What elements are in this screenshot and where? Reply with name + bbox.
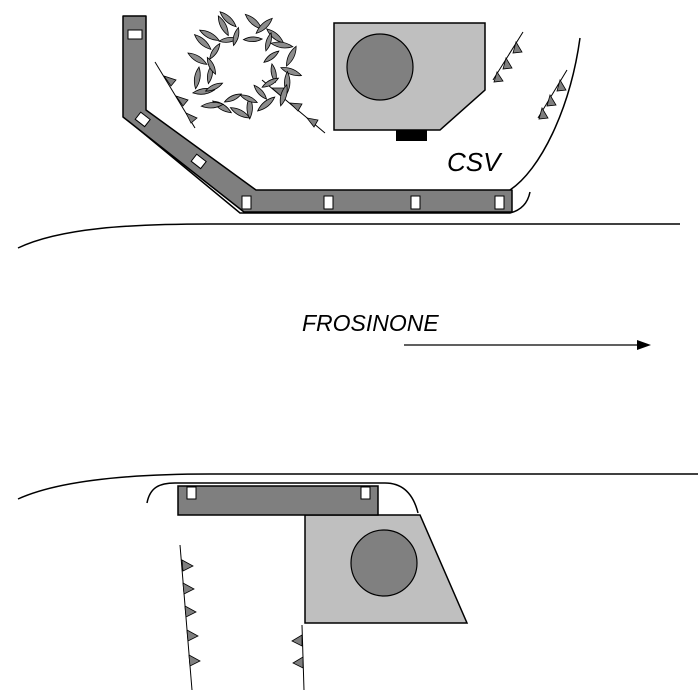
road-edge-south: [17, 473, 698, 500]
south-curb-outline: [146, 482, 419, 514]
canopy-pole: [134, 111, 151, 128]
tree-leaf: [279, 83, 288, 107]
tree-crown: [187, 11, 303, 120]
tree-leaf: [209, 42, 221, 60]
tree-leaf: [200, 101, 225, 109]
tree-leaf: [279, 67, 303, 77]
tree-leaf: [286, 45, 297, 67]
hedge-north-right-2: [537, 69, 568, 120]
tree-leaf: [263, 50, 280, 63]
south-building: [304, 514, 469, 624]
hedge-north-right-1: [492, 31, 524, 83]
tree-leaf: [193, 66, 201, 90]
tree-leaf: [219, 11, 237, 28]
tree-leaf: [193, 34, 212, 50]
tree-leaf: [270, 41, 294, 49]
north-building-door: [396, 130, 427, 141]
canopy-pole: [186, 486, 197, 500]
tree-leaf: [261, 77, 280, 88]
tree-leaf: [253, 84, 268, 100]
canopy-pole: [190, 153, 207, 170]
north-access-curve: [509, 37, 581, 191]
north-canopy: [122, 15, 513, 213]
tree-leaf: [198, 29, 220, 41]
south-canopy: [177, 485, 379, 516]
hedge-south-right: [291, 624, 305, 691]
north-curb-outline: [124, 117, 531, 214]
tree-leaf: [223, 93, 243, 103]
tree-leaf: [239, 94, 259, 103]
canopy-pole: [494, 195, 505, 210]
tree-leaf: [206, 56, 216, 76]
tree-leaf: [217, 15, 229, 37]
canopy-pole: [323, 195, 334, 210]
tree-leaf: [256, 96, 276, 112]
canopy-pole: [360, 486, 371, 500]
station-label: CSV: [447, 147, 503, 177]
direction-label: FROSINONE: [302, 310, 439, 336]
south-building-circle: [350, 529, 418, 597]
canopy-pole: [127, 29, 143, 40]
tree-leaf: [229, 107, 251, 119]
tree-leaf: [255, 17, 273, 35]
north-building-circle: [346, 33, 414, 101]
tree-leaf: [242, 36, 264, 43]
direction-arrow: [404, 340, 651, 350]
canopy-pole: [241, 195, 252, 210]
tree-leaf: [187, 52, 208, 65]
tree-leaf: [232, 26, 240, 47]
tree-leaf: [204, 82, 224, 92]
hedge-north-middle: [261, 79, 326, 134]
canopy-pole: [410, 195, 421, 210]
hedge-south-left: [179, 544, 201, 691]
tree-leaf: [246, 96, 253, 120]
road-edge-north: [17, 223, 680, 249]
hedge-north-left: [154, 61, 198, 129]
north-building: [333, 22, 486, 141]
tree-leaf: [265, 32, 272, 52]
